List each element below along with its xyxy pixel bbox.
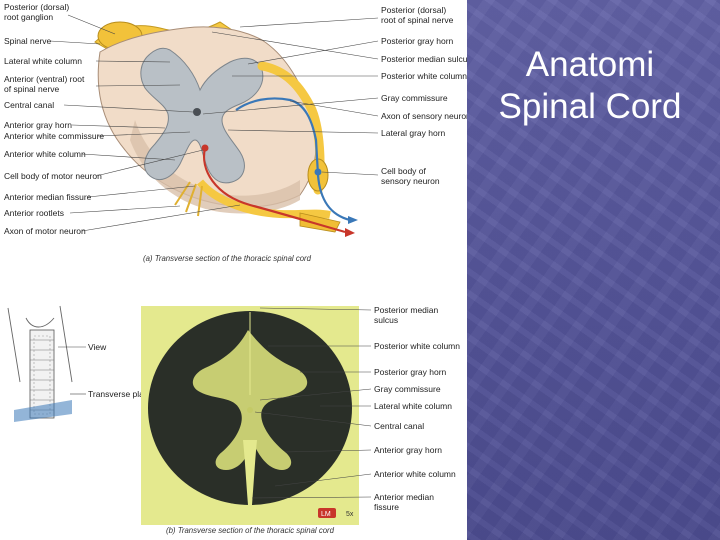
figure-panel: Posterior (dorsal) root ganglion Spinal … — [0, 0, 467, 540]
figure-a-caption: (a) Transverse section of the thoracic s… — [143, 254, 312, 263]
b-label-posterior-median-sulcus-1: Posterior median — [374, 305, 439, 315]
figure-b-micrograph: LM 5x — [141, 306, 359, 525]
lm-badge-icon — [318, 508, 336, 518]
b-label-anterior-white-column: Anterior white column — [374, 469, 456, 479]
label-posterior-root-2: root of spinal nerve — [381, 15, 454, 25]
b-label-anterior-median-fissure-2: fissure — [374, 502, 399, 512]
label-anterior-gray-horn: Anterior gray horn — [4, 120, 72, 130]
label-anterior-white-commissure: Anterior white commissure — [4, 131, 104, 141]
b-label-central-canal: Central canal — [374, 421, 424, 431]
b-label-posterior-median-sulcus-2: sulcus — [374, 315, 398, 325]
label-axon-motor-neuron: Axon of motor neuron — [4, 226, 86, 236]
b-label-anterior-gray-horn: Anterior gray horn — [374, 445, 442, 455]
figure-b-caption: (b) Transverse section of the thoracic s… — [166, 526, 335, 535]
figure-a-left-labels: Posterior (dorsal) root ganglion Spinal … — [4, 2, 241, 236]
b-label-posterior-gray-horn: Posterior gray horn — [374, 367, 447, 377]
label-cell-body-motor-neuron: Cell body of motor neuron — [4, 171, 102, 181]
slide-title: Anatomi Spinal Cord — [472, 44, 708, 128]
spinal-cord-figure: Posterior (dorsal) root ganglion Spinal … — [4, 2, 467, 535]
inset-label-view: View — [88, 342, 107, 352]
label-anterior-median-fissure: Anterior median fissure — [4, 192, 92, 202]
slide-title-line-2: Spinal Cord — [498, 87, 682, 126]
label-posterior-root-ganglion-2: root ganglion — [4, 12, 53, 22]
label-posterior-gray-horn: Posterior gray horn — [381, 36, 454, 46]
magnification-text: 5x — [346, 511, 354, 518]
figure-b-inset: View Transverse plane — [7, 305, 154, 422]
b-label-posterior-white-column: Posterior white column — [374, 341, 460, 351]
label-posterior-root-ganglion-1: Posterior (dorsal) — [4, 2, 69, 12]
lm-badge-text: LM — [321, 511, 331, 518]
label-anterior-rootlets: Anterior rootlets — [4, 208, 64, 218]
figure-b-right-labels: Posterior median sulcus Posterior white … — [251, 305, 460, 512]
label-gray-commissure: Gray commissure — [381, 93, 448, 103]
slide-title-line-1: Anatomi — [525, 45, 655, 84]
label-anterior-root-1: Anterior (ventral) root — [4, 74, 85, 84]
label-anterior-white-column: Anterior white column — [4, 149, 86, 159]
label-cell-body-sensory-2: sensory neuron — [381, 176, 440, 186]
b-label-anterior-median-fissure-1: Anterior median — [374, 492, 434, 502]
label-lateral-white-column: Lateral white column — [4, 56, 82, 66]
label-spinal-nerve: Spinal nerve — [4, 36, 52, 46]
label-lateral-gray-horn: Lateral gray horn — [381, 128, 446, 138]
figure-a-right-labels: Posterior (dorsal) root of spinal nerve … — [202, 5, 467, 186]
b-label-lateral-white-column: Lateral white column — [374, 401, 452, 411]
label-anterior-root-2: of spinal nerve — [4, 84, 60, 94]
label-central-canal: Central canal — [4, 100, 54, 110]
inset-label-transverse-plane: Transverse plane — [88, 389, 154, 399]
label-axon-sensory-neuron: Axon of sensory neuron — [381, 111, 467, 121]
label-posterior-white-column: Posterior white column — [381, 71, 467, 81]
label-cell-body-sensory-1: Cell body of — [381, 166, 427, 176]
figure-a-illustration — [94, 21, 358, 237]
label-posterior-root-1: Posterior (dorsal) — [381, 5, 446, 15]
label-posterior-median-sulcus: Posterior median sulcus — [381, 54, 467, 64]
b-label-gray-commissure: Gray commissure — [374, 384, 441, 394]
